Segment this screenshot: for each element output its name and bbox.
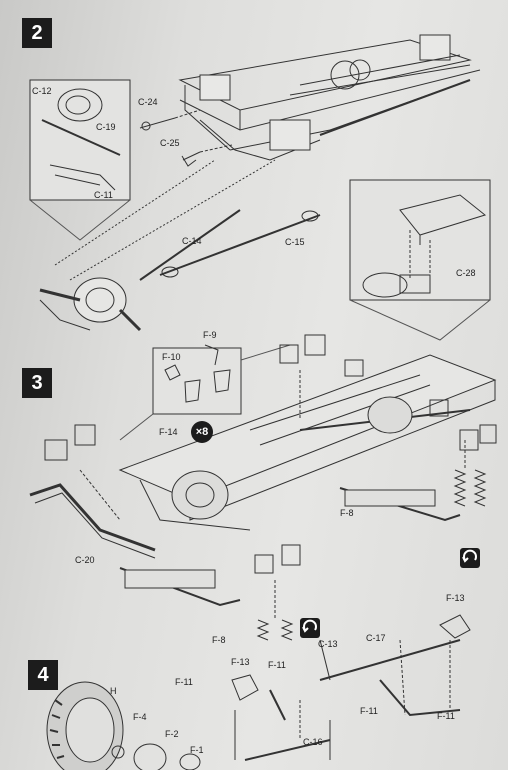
- part-label-c28: C-28: [456, 268, 476, 278]
- part-label-c14: C-14: [182, 236, 202, 246]
- part-label-c13: C-13: [318, 639, 338, 649]
- step-2-badge: 2: [22, 18, 52, 48]
- part-label-f14: F-14: [159, 427, 178, 437]
- part-label-c16: C-16: [303, 737, 323, 747]
- part-label-c12: C-12: [32, 86, 52, 96]
- step-3-badge: 3: [22, 368, 52, 398]
- part-label-f4: F-4: [133, 712, 147, 722]
- part-label-c19: C-19: [96, 122, 116, 132]
- turn-over-icon: [460, 548, 480, 568]
- part-label-c25: C-25: [160, 138, 180, 148]
- part-label-f11-b: F-11: [268, 660, 286, 670]
- part-label-f8-rear: F-8: [340, 508, 354, 518]
- multiplier-badge: ×8: [191, 421, 213, 443]
- part-label-f8-front: F-8: [212, 635, 226, 645]
- part-label-c24: C-24: [138, 97, 158, 107]
- part-label-f13-a: F-13: [231, 657, 250, 667]
- part-label-c20: C-20: [75, 555, 95, 565]
- part-label-f11-c: F-11: [360, 706, 378, 716]
- part-label-f11-a: F-11: [175, 677, 193, 687]
- part-label-f13-b: F-13: [446, 593, 465, 603]
- part-label-c15: C-15: [285, 237, 305, 247]
- part-label-f10: F-10: [162, 352, 181, 362]
- part-label-f9: F-9: [203, 330, 217, 340]
- part-label-c11: C-11: [94, 190, 113, 200]
- step-4-badge: 4: [28, 660, 58, 690]
- part-label-c17: C-17: [366, 633, 386, 643]
- part-label-f1: F-1: [190, 745, 204, 755]
- part-label-h: H: [110, 686, 117, 696]
- part-label-f2: F-2: [165, 729, 179, 739]
- part-label-f11-d: F-11: [437, 711, 455, 721]
- turn-over-icon: [300, 618, 320, 638]
